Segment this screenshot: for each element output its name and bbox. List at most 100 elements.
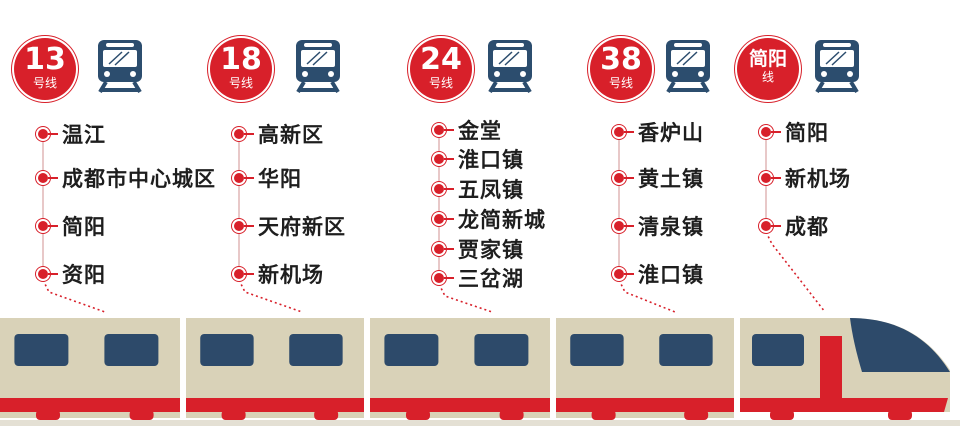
station-dot [234,269,244,279]
rail [0,420,960,426]
station-item: 新机场 [234,262,324,287]
station-dot [434,125,444,135]
station-item: 五凤镇 [434,177,524,202]
line-suffix: 号线 [228,76,253,90]
wheel [406,410,430,420]
station-name: 成都 [785,215,829,239]
line-number: 18 [220,42,262,77]
station-name: 资阳 [62,263,106,287]
wheel [36,410,60,420]
train-front-icon [666,40,710,94]
wheel [684,410,709,420]
station-item: 清泉镇 [614,214,704,239]
car-window [200,334,254,366]
head-door [820,336,842,400]
station-item: 香炉山 [614,120,704,145]
station-dot [434,184,444,194]
station-item: 淮口镇 [434,147,524,172]
line-badge: 简阳线 [737,38,799,100]
wheel [770,410,794,420]
station-stem [244,177,254,179]
train-front-icon [488,40,532,94]
station-name: 新机场 [785,167,851,191]
station-dot [761,127,771,137]
station-dot [434,214,444,224]
station-dot [614,127,624,137]
station-stem [444,218,454,220]
station-name: 华阳 [258,167,302,191]
station-dot [614,173,624,183]
station-item: 新机场 [761,166,851,191]
station-name: 淮口镇 [638,263,704,287]
station-item: 成都 [761,214,829,239]
station-stem [444,158,454,160]
station-name: 温江 [62,123,106,147]
station-item: 三岔湖 [434,266,524,291]
station-name: 天府新区 [258,215,346,239]
station-item: 贾家镇 [434,237,524,262]
station-name: 五凤镇 [458,178,524,202]
station-item: 简阳 [761,120,829,145]
station-name: 新机场 [258,263,324,287]
station-guide-line [438,130,440,278]
station-stem [771,131,781,133]
line-number: 简阳 [748,48,787,70]
station-stem [444,129,454,131]
station-name: 淮口镇 [458,148,524,172]
wheel [129,410,154,420]
station-dot [234,129,244,139]
station-item: 淮口镇 [614,262,704,287]
station-dot [38,269,48,279]
line-suffix: 号线 [32,76,57,90]
car-window [289,334,343,366]
station-dot [38,129,48,139]
station-dot [234,221,244,231]
station-stem [244,133,254,135]
wheel [314,410,339,420]
line-number: 38 [600,42,642,77]
station-stem [244,225,254,227]
line-suffix: 号线 [608,76,633,90]
station-item: 华阳 [234,166,302,191]
station-item: 龙简新城 [434,207,546,232]
line-suffix: 线 [761,70,774,84]
station-name: 简阳 [62,215,106,239]
station-dot [761,221,771,231]
station-name: 高新区 [258,123,324,147]
car-window [104,334,159,366]
station-item: 成都市中心城区 [38,166,216,191]
wheel [591,410,616,420]
wheel [888,410,912,420]
station-name: 清泉镇 [638,215,704,239]
car-stripe [0,398,180,412]
head-window [752,334,804,366]
station-stem [48,133,58,135]
station-stem [624,131,634,133]
car-window [659,334,713,366]
line-4-group: 简阳线简阳新机场成都 [737,0,937,300]
station-dot [614,269,624,279]
station-name: 龙简新城 [458,208,546,232]
connector-line [438,283,493,313]
station-stem [444,188,454,190]
station-stem [444,277,454,279]
car-window [474,334,529,366]
car-window [384,334,439,366]
station-stem [624,225,634,227]
car-stripe [186,398,364,412]
station-item: 温江 [38,122,106,147]
line-suffix: 号线 [428,76,453,90]
train-front-icon [98,40,142,94]
station-guide-line [238,134,240,274]
station-dot [234,173,244,183]
station-dot [434,244,444,254]
